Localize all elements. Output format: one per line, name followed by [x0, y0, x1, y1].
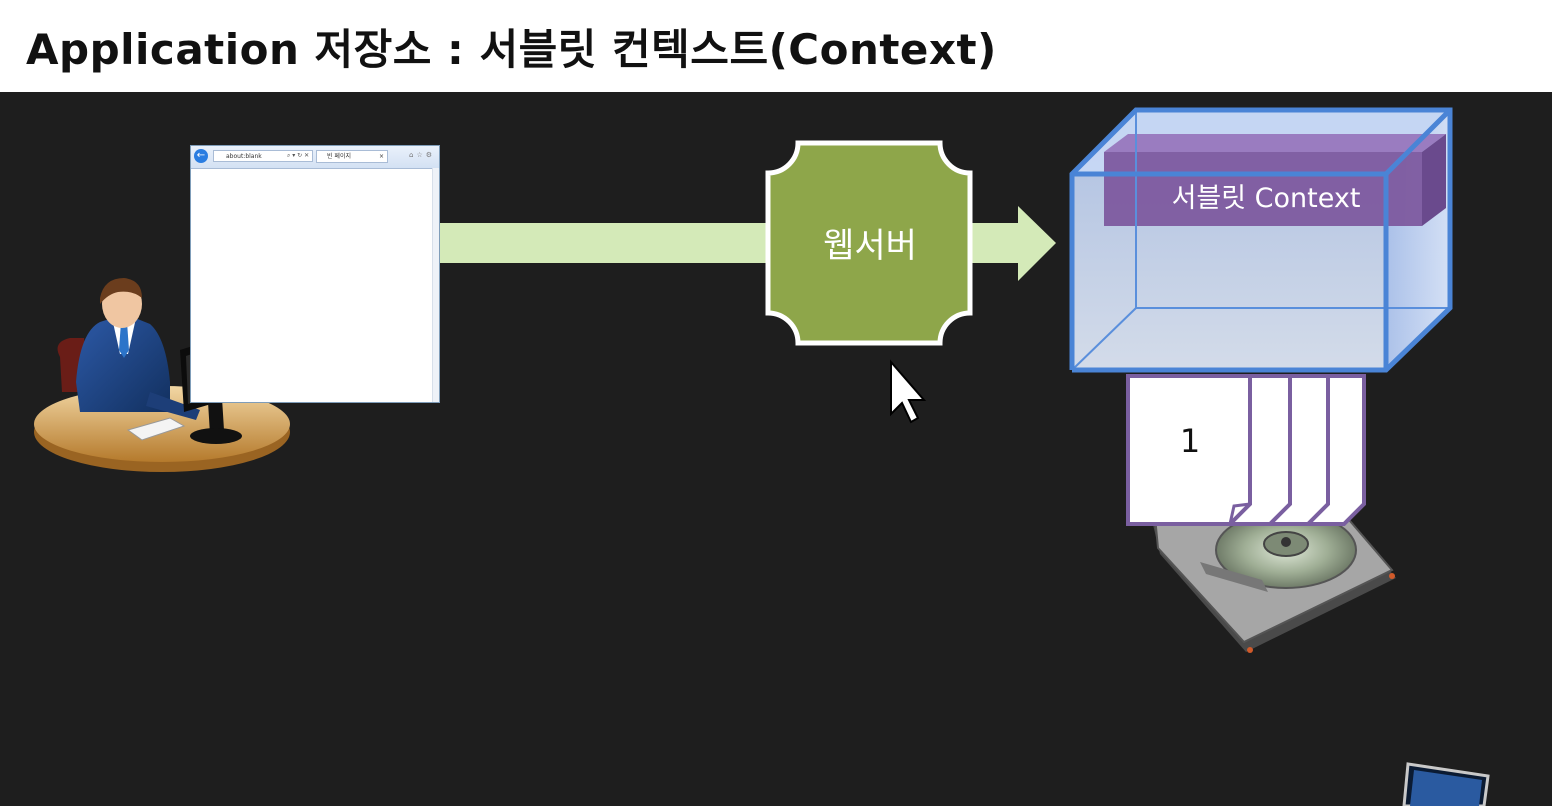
tab-title: 빈 페이지	[327, 153, 351, 160]
browser-tab[interactable]: 빈 페이지 ×	[316, 150, 388, 163]
slide-header: Application 저장소 : 서블릿 컨텍스트(Context)	[0, 0, 1552, 92]
diagram-graphics	[34, 107, 1490, 806]
web-server-label: 웹서버	[823, 226, 917, 266]
browser-scrollbar[interactable]	[432, 168, 439, 402]
slide-title: Application 저장소 : 서블릿 컨텍스트(Context)	[26, 25, 997, 74]
mouse-cursor-icon	[890, 359, 927, 424]
servlet-context-box	[1069, 107, 1453, 373]
browser-toolbar: ← about:blank ⌕ ▾ ↻ ✕ 빈 페이지 × ⌂☆⚙	[191, 146, 439, 169]
address-bar-icons: ⌕ ▾ ↻ ✕	[287, 152, 310, 159]
web-server-shape	[765, 140, 973, 346]
document-pages	[1126, 374, 1366, 526]
address-text: about:blank	[226, 153, 262, 160]
servlet-context-label: 서블릿 Context	[1171, 183, 1361, 214]
back-arrow-icon[interactable]: ←	[194, 149, 208, 163]
close-icon[interactable]: ×	[378, 153, 384, 160]
window-controls-icon[interactable]: ⌂☆⚙	[409, 151, 435, 159]
laptop-icon	[1402, 762, 1490, 806]
browser-window: ← about:blank ⌕ ▾ ↻ ✕ 빈 페이지 × ⌂☆⚙	[190, 145, 440, 403]
address-bar[interactable]: about:blank	[213, 150, 313, 162]
diagram-stage: ← about:blank ⌕ ▾ ↻ ✕ 빈 페이지 × ⌂☆⚙ 웹서버 서블…	[0, 92, 1552, 806]
page-number: 1	[1179, 422, 1201, 460]
